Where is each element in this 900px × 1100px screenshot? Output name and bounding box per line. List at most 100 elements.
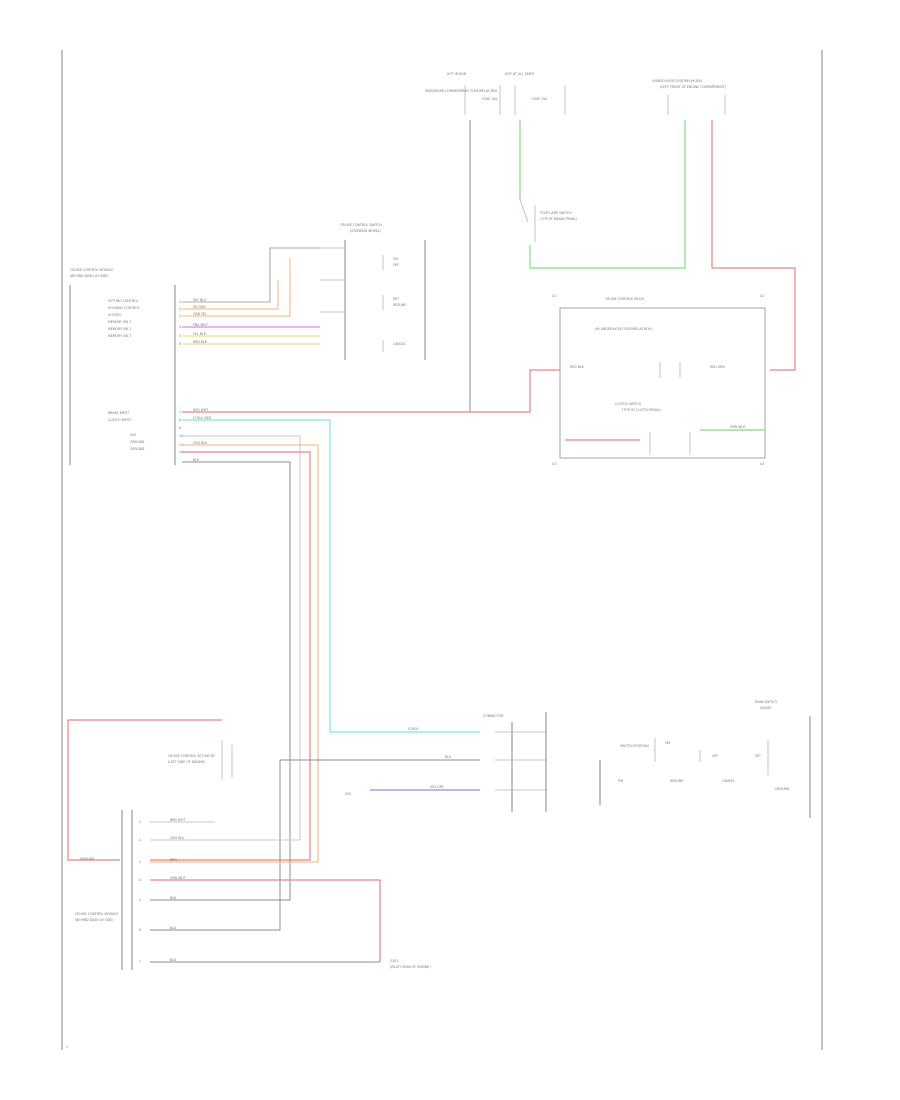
module-pin-number: 12 bbox=[179, 450, 183, 454]
module-pin-number: 1 bbox=[179, 300, 181, 304]
module-title: CRUISE CONTROL MODULE bbox=[70, 268, 113, 272]
memory-2-label: MEMORY SW 2 bbox=[108, 327, 131, 331]
wire-red-underhood bbox=[711, 120, 796, 371]
actuator-wire-1-label: BRN WHT bbox=[170, 818, 185, 822]
relay-outer-frame bbox=[559, 307, 766, 459]
wire-sky-blu bbox=[182, 247, 320, 303]
actuator-block: CRUISE CONTROL ACTUATOR (LEFT SIDE OF EN… bbox=[67, 719, 233, 970]
module-pin-number: 6 bbox=[179, 342, 181, 346]
memory-3-label: MEMORY SW 3 bbox=[108, 334, 131, 338]
wire-cyan-clutch bbox=[182, 419, 480, 733]
wire-label-grn-yel: GRN YEL bbox=[193, 312, 207, 316]
wire-label-yel-blk: YEL BLK bbox=[193, 332, 207, 336]
actuator-title: CRUISE CONTROL ACTUATOR bbox=[168, 754, 215, 758]
actuator-ground-label: GROUND bbox=[80, 857, 95, 861]
connector-lt-blu-label: LT BLU bbox=[408, 727, 419, 731]
vss-label: VSS bbox=[130, 433, 136, 437]
wire-label-dk-grn: DK GRN bbox=[193, 305, 206, 309]
brake-switch-label: STOP LAMP SWITCH bbox=[540, 211, 572, 215]
underhood-box-label: UNDER-HOOD FUSE/RELAY BOX bbox=[652, 79, 703, 83]
ig-feed-label: IG FEED bbox=[108, 313, 121, 317]
brake-switch: STOP LAMP SWITCH (TOP OF BRAKE PEDAL) bbox=[519, 199, 577, 242]
actuator-wire-3-label: BRN bbox=[170, 858, 177, 862]
wire-red-ground bbox=[150, 451, 311, 861]
g4-label: G4 bbox=[760, 462, 765, 466]
passenger-fuse-box-label: PASSENGER COMPARTMENT FUSE/RELAY BOX bbox=[425, 89, 498, 93]
clutch-switch-label: CLUTCH SWITCH bbox=[615, 402, 642, 406]
module-pin-number: 8 bbox=[179, 418, 181, 422]
fuse-a-label: FUSE 10A bbox=[482, 97, 498, 101]
holding-control-label: HOLDING CONTROL bbox=[108, 306, 140, 310]
legend-set-label: SET bbox=[755, 754, 761, 758]
switch-set-label: SET bbox=[393, 297, 399, 301]
actuator-module-label: CRUISE CONTROL MODULE bbox=[75, 912, 118, 916]
g1-label: G1 bbox=[552, 294, 557, 298]
wire-dark-connector bbox=[150, 759, 480, 931]
actuator-wire-4-label: GRN WHT bbox=[170, 876, 186, 880]
setting-control-label: SETTING CONTROL bbox=[108, 299, 138, 303]
relay-sub: (IN UNDER-HOOD FUSE/RELAY BOX) bbox=[595, 327, 652, 331]
engine-ground-sub: (RIGHT REAR OF ENGINE) bbox=[390, 965, 431, 969]
legend-cancel-label: CANCEL bbox=[722, 779, 735, 783]
connector-vss-label: VSS GRY bbox=[430, 785, 444, 789]
g2-label: G2 bbox=[760, 294, 765, 298]
wire-green-underhood bbox=[529, 120, 686, 269]
connector-blk-label: BLK bbox=[445, 755, 452, 759]
memory-1-label: MEMORY SW 1 bbox=[108, 320, 131, 324]
actuator-wire-2-label: ORG BLU bbox=[170, 836, 185, 840]
switch-block-title: CRUISE CONTROL SWITCH bbox=[340, 223, 382, 227]
wire-red-brake-input bbox=[182, 369, 560, 413]
fuse-supply-group: HOT IN RUN HOT AT ALL TIMES PASSENGER CO… bbox=[425, 72, 726, 115]
engine-ground-label: G301 bbox=[390, 959, 399, 963]
cruise-switch-block: CRUISE CONTROL SWITCH (STEERING WHEEL) O… bbox=[340, 223, 426, 360]
module-sub: (BEHIND DASH LH SIDE) bbox=[70, 274, 109, 278]
legend-resume-label: RESUME bbox=[670, 779, 683, 783]
module-pin-number: 3 bbox=[179, 314, 181, 318]
switch-block-sub: (STEERING WHEEL) bbox=[350, 229, 381, 233]
relay-grn-wht-label: GRN WHT bbox=[730, 425, 746, 429]
brake-switch-sub: (TOP OF BRAKE PEDAL) bbox=[540, 217, 577, 221]
relay-red-grn-label: RED GRN bbox=[710, 365, 725, 369]
wire-label-brn-blk: BRN BLK bbox=[193, 340, 208, 344]
hot-always-label: HOT AT ALL TIMES bbox=[505, 72, 534, 76]
module-pin-number: 7 bbox=[179, 410, 181, 414]
module-pin-number: 2 bbox=[179, 307, 181, 311]
wire-label-red-wht: RED WHT bbox=[193, 408, 208, 412]
switch-on-label: ON bbox=[393, 257, 399, 261]
wire-orange-ground bbox=[182, 444, 319, 862]
wire-gray-vss bbox=[182, 435, 301, 840]
actuator-pin-number: 5 bbox=[139, 898, 141, 902]
module-pin-number: 5 bbox=[179, 334, 181, 338]
main-switch-sub: (DASH) bbox=[760, 706, 772, 710]
actuator-sub: (LEFT SIDE OF ENGINE) bbox=[168, 760, 205, 764]
actuator-wire-5-label: BLK bbox=[170, 896, 177, 900]
connector-title: CONNECTOR bbox=[483, 714, 504, 718]
wire-grn-yel bbox=[182, 258, 291, 317]
main-switch-label: MAIN SWITCH bbox=[755, 700, 777, 704]
legend-pin-label: PIN bbox=[618, 779, 624, 783]
actuator-pin-number: 2 bbox=[139, 838, 141, 842]
connector-block: CONNECTOR LT BLU BLK VSS GRY VSS bbox=[345, 712, 547, 812]
relay-red-blk-label: RED BLK bbox=[570, 365, 585, 369]
ground-2-label: GROUND bbox=[130, 447, 145, 451]
legend-ground-label: GROUND bbox=[775, 787, 790, 791]
module-pin-number: 11 bbox=[179, 443, 183, 447]
switch-cancel-label: CANCEL bbox=[393, 342, 406, 346]
wire-dark-ground bbox=[150, 461, 291, 901]
ground-label: GROUND bbox=[130, 440, 145, 444]
legend-title-label: SWITCH POSITION bbox=[620, 744, 649, 748]
page-number: 1 bbox=[66, 1045, 68, 1049]
actuator-wire-4 bbox=[150, 879, 381, 962]
module-pin-number: 9 bbox=[179, 426, 181, 430]
g3-label: G3 bbox=[552, 462, 557, 466]
actuator-pin-number: 1 bbox=[139, 820, 141, 824]
fuse-b-label: FUSE 15A bbox=[532, 97, 548, 101]
wire-label-lt-blu-red: LT BLU RED bbox=[193, 416, 212, 420]
actuator-pin-number: 7 bbox=[139, 960, 141, 964]
wire-label-pnk-wht: PNK WHT bbox=[193, 323, 208, 327]
switch-off-label: OFF bbox=[393, 263, 399, 267]
brake-switch-contact bbox=[519, 199, 529, 223]
